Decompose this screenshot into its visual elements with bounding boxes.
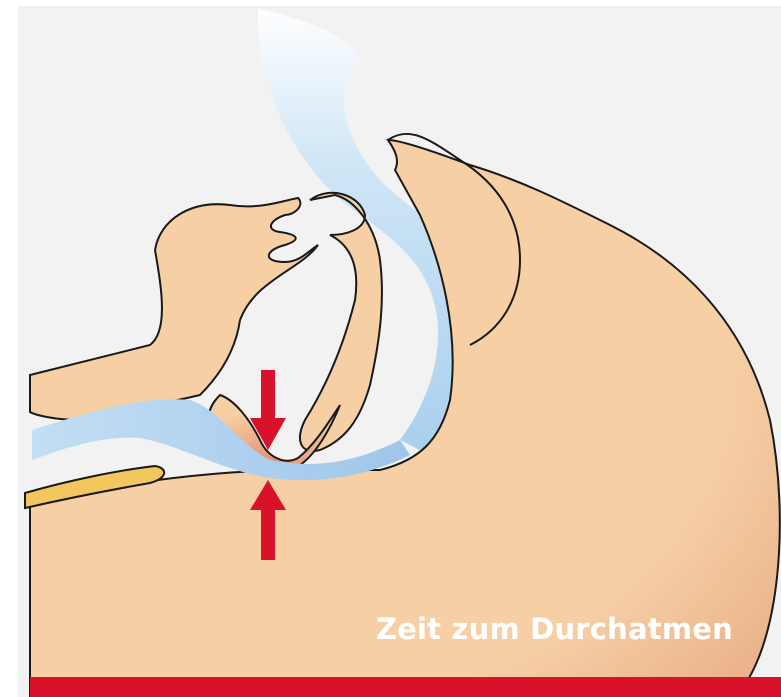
bottom-accent-bar (30, 677, 781, 697)
caption-text: Zeit zum Durchatmen (376, 612, 733, 646)
soft-palate (300, 193, 382, 451)
